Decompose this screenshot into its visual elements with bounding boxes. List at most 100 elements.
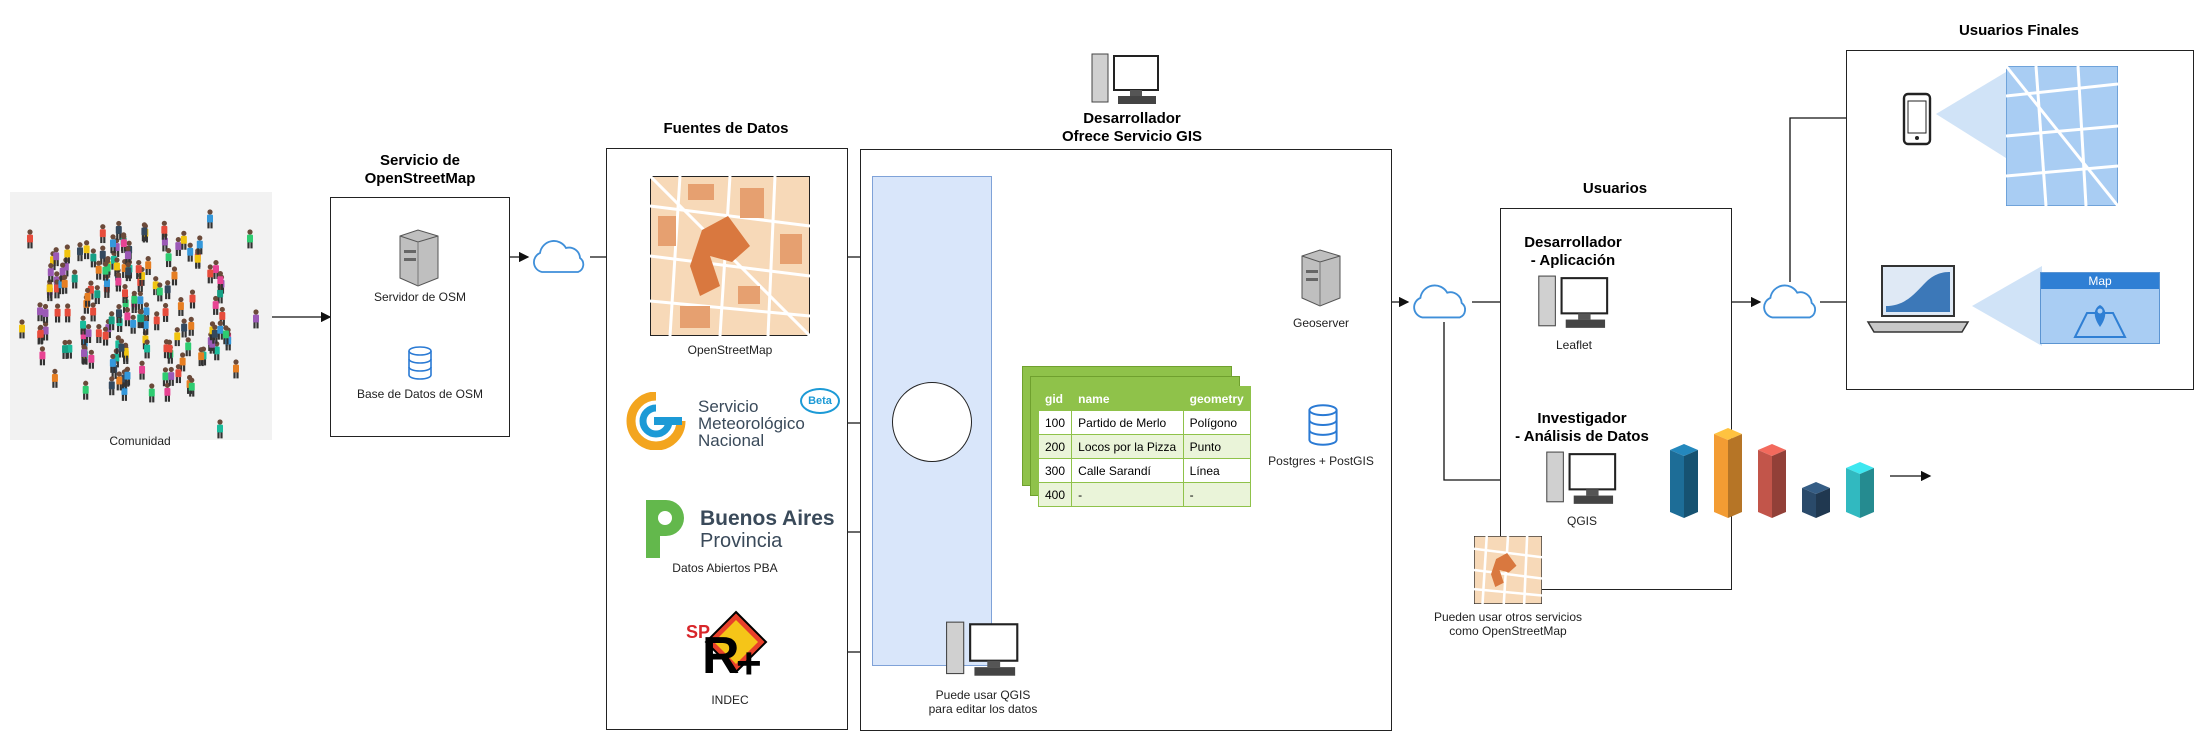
person-figure	[46, 279, 53, 299]
osm-server-caption: Servidor de OSM	[373, 290, 467, 304]
person-figure	[135, 259, 142, 279]
attribute-table: gid name geometry 100 Partido de Merlo P…	[1037, 386, 1252, 507]
geoserver-caption: Geoserver	[1292, 316, 1350, 330]
person-figure	[211, 324, 218, 344]
person-figure	[108, 311, 115, 331]
person-figure	[37, 324, 44, 344]
person-figure	[37, 302, 44, 322]
person-figure	[198, 347, 205, 367]
smn-line2: Meteorológico	[698, 414, 805, 433]
community-crowd	[10, 192, 272, 440]
workstation-icon	[1091, 53, 1159, 104]
developer-gis-title: Desarrollador Ofrece Servicio GIS	[1061, 110, 1203, 145]
person-figure	[131, 290, 138, 310]
map-widget-header: Map	[2041, 273, 2159, 289]
person-figure	[90, 302, 97, 322]
data-sources-title: Fuentes de Datos	[663, 120, 789, 137]
smn-line1: Servicio	[698, 397, 759, 416]
indec-sp-text: SP	[686, 622, 711, 642]
person-figure	[47, 263, 54, 283]
cloud-icon	[533, 240, 585, 273]
osm-db-caption: Base de Datos de OSM	[356, 387, 484, 401]
map-widget-label: Map	[2088, 274, 2112, 288]
table-cell: Punto	[1182, 434, 1252, 459]
map-widget: Map	[2040, 272, 2160, 344]
bar-block	[1670, 444, 1698, 518]
pba-caption: Datos Abiertos PBA	[672, 561, 778, 575]
person-figure	[144, 339, 151, 359]
ba-logo-text: Buenos Aires Provincia	[700, 508, 835, 553]
projection-beam	[1936, 72, 2006, 158]
person-figure	[217, 320, 224, 340]
other-services-caption: Pueden usar otros servicios como OpenStr…	[1433, 610, 1583, 638]
person-figure	[115, 303, 122, 323]
person-figure	[171, 266, 178, 286]
person-figure	[83, 240, 90, 260]
person-figure	[108, 376, 115, 396]
person-figure	[153, 311, 160, 331]
person-figure	[222, 325, 229, 345]
person-figure	[120, 234, 127, 254]
person-figure	[207, 264, 214, 284]
bar-block	[1846, 462, 1874, 518]
person-figure	[102, 326, 109, 346]
qgis-workstation-icon	[1546, 451, 1617, 504]
person-figure	[141, 222, 148, 242]
person-figure	[54, 303, 61, 323]
person-figure	[130, 314, 137, 334]
osm-service-title: Servicio de OpenStreetMap	[364, 152, 476, 187]
person-figure	[217, 271, 224, 291]
bar-block	[1758, 444, 1786, 518]
smn-beta-badge: Beta	[800, 388, 840, 414]
bar-block	[1802, 482, 1830, 518]
person-figure	[94, 285, 101, 305]
users-title: Usuarios	[1582, 180, 1648, 197]
person-figure	[102, 261, 109, 281]
table-row: 300 Calle Sarandí Línea	[1037, 458, 1252, 483]
table-cell: Polígono	[1182, 410, 1252, 435]
other-services-map-thumbnail	[1474, 536, 1542, 604]
person-figure	[175, 364, 182, 384]
indec-logo: SP R +	[686, 610, 774, 690]
person-figure	[99, 245, 106, 265]
map-pin-icon	[2073, 305, 2127, 338]
qgis-caption: QGIS	[1566, 514, 1597, 528]
person-figure	[187, 242, 194, 262]
person-figure	[116, 371, 123, 391]
person-figure	[148, 383, 155, 403]
person-figure	[217, 419, 223, 439]
person-figure	[90, 248, 97, 268]
person-figure	[104, 273, 111, 293]
person-figure	[19, 319, 25, 339]
qgis-edit-workstation-icon	[946, 621, 1019, 676]
table-header-row: gid name geometry	[1037, 386, 1252, 411]
person-figure	[162, 367, 169, 387]
person-figure	[253, 309, 259, 329]
person-figure	[138, 309, 145, 329]
person-figure	[163, 339, 170, 359]
table-row: 200 Locos por la Pizza Punto	[1037, 434, 1252, 459]
server-icon	[399, 229, 439, 287]
table-cell: Locos por la Pizza	[1071, 434, 1184, 459]
person-figure	[82, 380, 89, 400]
end-users-title: Usuarios Finales	[1958, 22, 2080, 39]
person-figure	[161, 220, 168, 240]
person-figure	[95, 260, 102, 280]
person-figure	[212, 295, 219, 315]
table-cell: 300	[1037, 458, 1073, 483]
person-figure	[61, 274, 68, 294]
indec-plus-text: +	[736, 639, 762, 688]
person-figure	[88, 349, 95, 369]
person-figure	[177, 296, 184, 316]
person-figure	[139, 360, 146, 380]
projection-beam	[1972, 266, 2042, 346]
person-figure	[233, 359, 239, 379]
table-header-cell: name	[1071, 386, 1184, 411]
person-figure	[185, 337, 192, 357]
person-figure	[76, 242, 83, 262]
person-figure	[175, 236, 182, 256]
table-cell: 400	[1037, 482, 1073, 507]
indec-diamond-icon	[704, 610, 768, 674]
geoserver-server-icon	[1301, 249, 1341, 307]
person-figure	[81, 343, 88, 363]
